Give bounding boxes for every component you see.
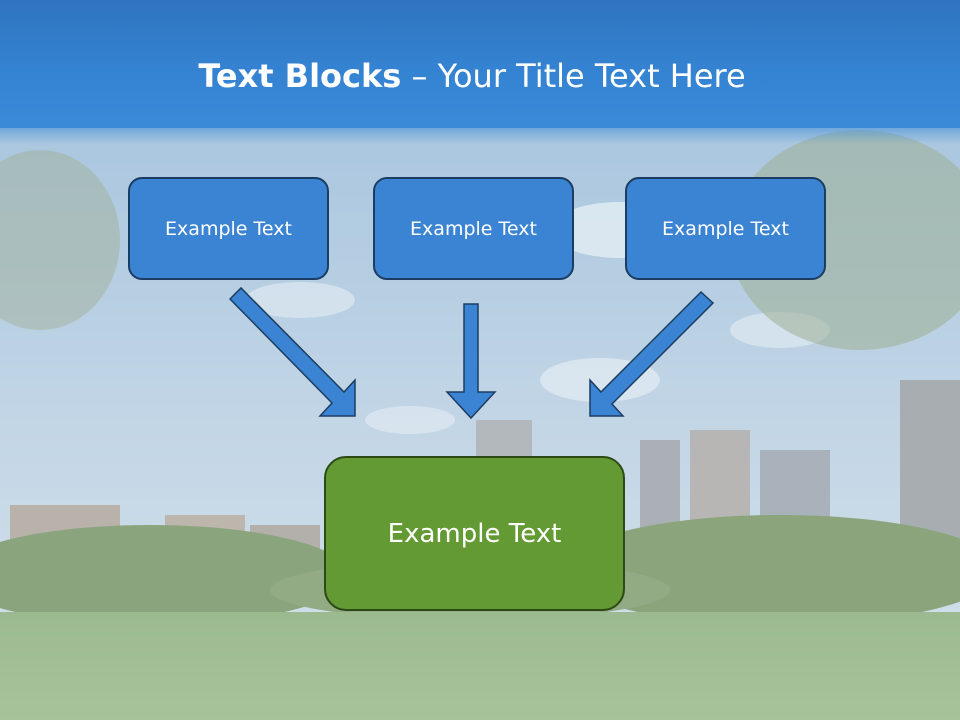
title-rest: Your Title Text Here — [437, 57, 746, 95]
title-banner-fade — [0, 118, 960, 144]
text-block-3-label: Example Text — [662, 217, 789, 240]
text-block-1-label: Example Text — [165, 217, 292, 240]
arrow-right-diagonal — [589, 290, 715, 417]
title-banner — [0, 0, 960, 128]
slide-title: Text Blocks – Your Title Text Here — [0, 56, 944, 96]
text-block-2[interactable]: Example Text — [373, 177, 574, 280]
title-dash: – — [401, 57, 438, 95]
arrow-center-down — [445, 303, 497, 420]
text-block-1[interactable]: Example Text — [128, 177, 329, 280]
result-text-block-label: Example Text — [387, 518, 562, 549]
text-block-3[interactable]: Example Text — [625, 177, 826, 280]
arrow-left-diagonal — [228, 286, 356, 417]
text-block-2-label: Example Text — [410, 217, 537, 240]
result-text-block[interactable]: Example Text — [324, 456, 625, 611]
title-bold-part: Text Blocks — [198, 57, 402, 95]
